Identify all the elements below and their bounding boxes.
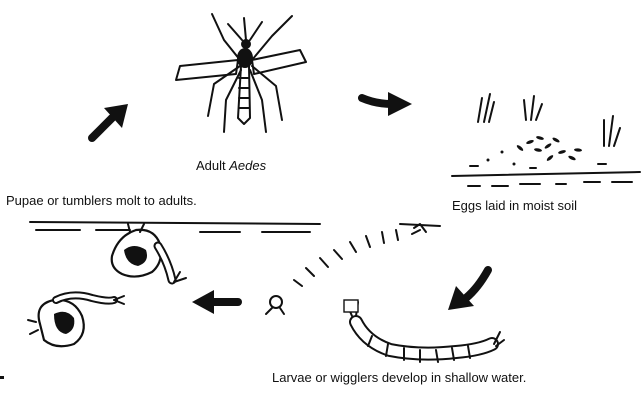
arrow-eggs-to-larvae xyxy=(448,270,488,310)
larva-illustration-lower xyxy=(344,300,504,362)
adult-mosquito-illustration xyxy=(176,14,306,132)
eggs-label: Eggs laid in moist soil xyxy=(452,198,577,214)
adult-label-prefix: Adult xyxy=(196,158,229,173)
adult-label: Adult Aedes xyxy=(196,158,266,174)
arrow-adult-to-eggs xyxy=(362,92,412,116)
water-surface-lines xyxy=(30,222,440,232)
pupae-label: Pupae or tumblers molt to adults. xyxy=(6,193,197,209)
eggs-in-soil-illustration xyxy=(452,94,640,186)
arrow-larvae-to-pupae xyxy=(192,290,238,314)
pupa-illustration-lower xyxy=(28,295,124,346)
larvae-label: Larvae or wigglers develop in shallow wa… xyxy=(272,370,526,386)
arrow-pupae-to-adult xyxy=(92,104,128,138)
corner-mark xyxy=(0,376,4,379)
pupa-illustration-upper xyxy=(112,224,186,282)
adult-label-species: Aedes xyxy=(229,158,266,173)
egg-cluster xyxy=(487,135,583,165)
